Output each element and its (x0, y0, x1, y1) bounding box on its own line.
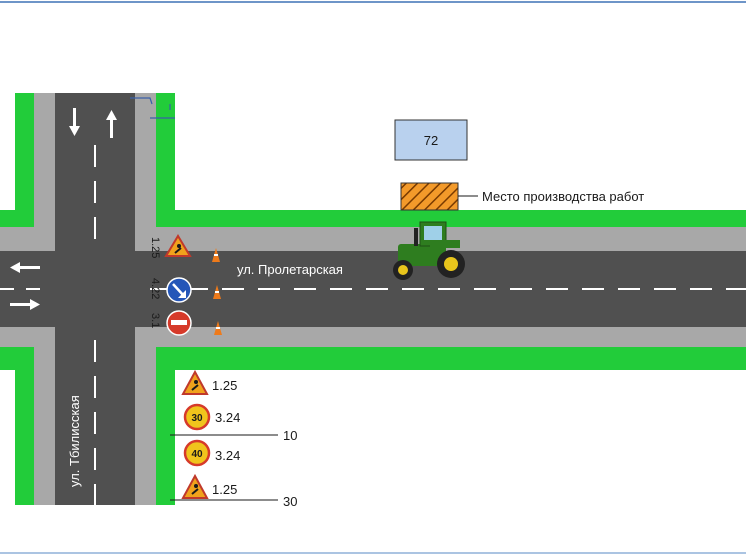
distance-label-10: 10 (283, 428, 297, 443)
speed-limit-40-sign-icon (183, 439, 211, 467)
building-72 (394, 119, 468, 161)
road-works-sign-icon (164, 234, 192, 257)
traffic-cone-icon (213, 285, 221, 299)
street-label-proletarskaya: ул. Пролетарская (237, 262, 343, 277)
sign-code-3: 3.1 (149, 313, 161, 328)
lane-arrow-left (10, 262, 40, 273)
lane-arrow-right (10, 299, 40, 310)
approach-sign-code-2: 3.24 (215, 410, 240, 425)
sign-code-2: 4.22 (149, 278, 161, 299)
sign-code-1: 1.25 (149, 237, 161, 258)
road-works-sign-icon (181, 473, 209, 499)
work-zone-area (400, 182, 459, 211)
speed-limit-40-value: 40 (191, 449, 203, 460)
tractor-icon (393, 221, 465, 280)
approach-sign-code-3: 3.24 (215, 448, 240, 463)
lane-arrow-down (69, 108, 80, 136)
building-number: 72 (424, 133, 438, 148)
traffic-cone-icon (212, 248, 220, 262)
no-entry-sign-icon (166, 310, 192, 336)
approach-sign-code-1: 1.25 (212, 378, 237, 393)
traffic-cone-icon (214, 321, 222, 335)
approach-sign-code-4: 1.25 (212, 482, 237, 497)
work-zone-label: Место производства работ (482, 189, 644, 204)
distance-label-30: 30 (283, 494, 297, 509)
keep-right-sign-icon (166, 277, 192, 303)
speed-limit-30-value: 30 (191, 413, 203, 424)
street-label-tbilisskaya: ул. Тбилисская (67, 395, 82, 487)
lane-arrow-up (106, 110, 117, 138)
sketch-mark (130, 97, 175, 119)
speed-limit-30-sign-icon (183, 403, 211, 431)
road-works-sign-icon (181, 369, 209, 395)
